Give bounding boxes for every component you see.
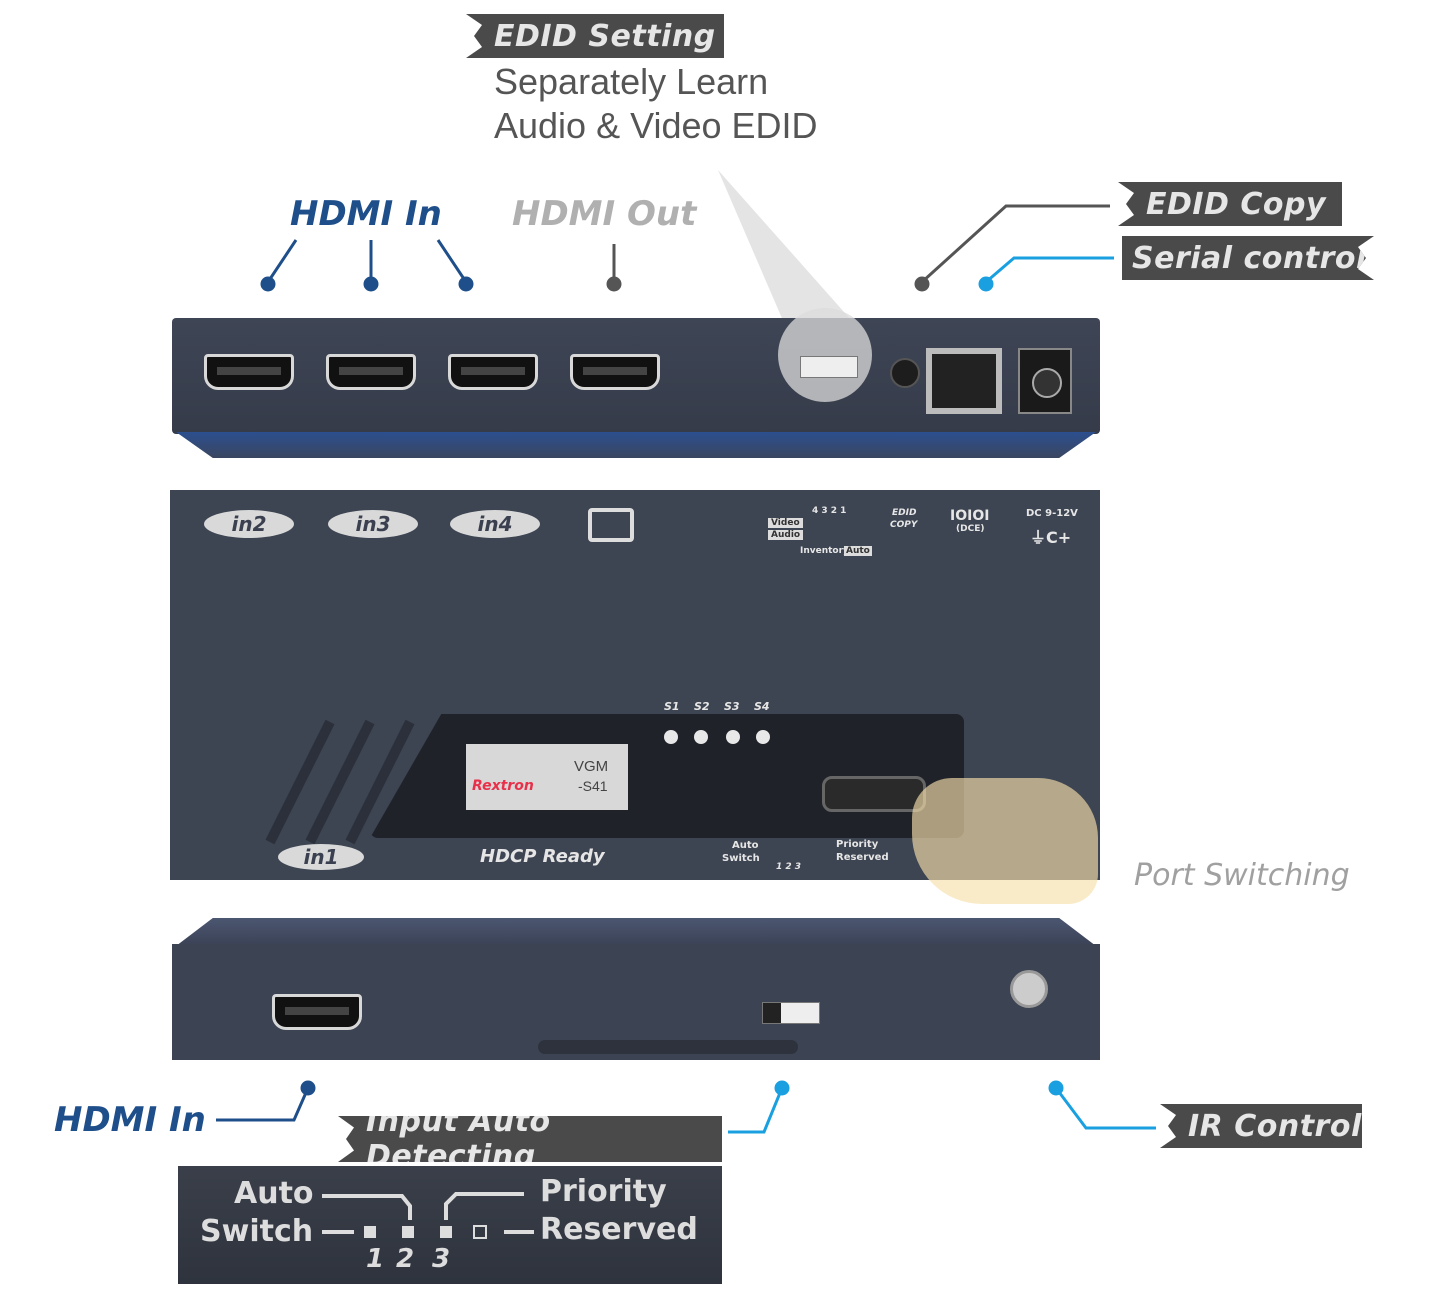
dc-symbol: ⏚C+: [1030, 528, 1072, 547]
led-s4: [756, 730, 770, 744]
ir-receiver: [1010, 970, 1048, 1008]
in2-label: in2: [204, 510, 294, 538]
hdmi-in3-port: [326, 354, 416, 390]
audio-label: Audio: [768, 530, 804, 540]
edid-dip-switch[interactable]: [800, 356, 858, 378]
vent-slats: [265, 719, 415, 845]
hdmi-in2-port: [204, 354, 294, 390]
port-switch-button[interactable]: [822, 776, 926, 812]
hand-pointer-icon: [912, 778, 1098, 904]
serial-glyph: IOIOI: [950, 508, 990, 524]
zoom-bracket-lines: [322, 1192, 534, 1239]
edid-dip-switch-highlight: [778, 308, 872, 402]
auto-label: Auto: [844, 546, 872, 556]
port-switching-title: Port Switching: [1134, 858, 1350, 893]
serial-control-label: Serial control: [1132, 240, 1367, 276]
hdmi-out-port: [570, 354, 660, 390]
edid-setting-label: EDID Setting: [494, 18, 716, 54]
zoom-auto: Auto: [234, 1176, 314, 1211]
zoom-priority: Priority: [540, 1174, 667, 1209]
rear-panel-base: [176, 432, 1096, 458]
brand-logo: Rextron: [472, 778, 534, 794]
edid-copy-button[interactable]: [890, 358, 920, 388]
in4-label: in4: [450, 510, 540, 538]
serial-control-tag: Serial control: [1122, 236, 1374, 280]
hdmi-in1-port: [272, 994, 362, 1030]
top-callout-lines: [260, 170, 1114, 320]
reserved-print: Reserved: [836, 852, 889, 863]
hdmi-in4-port: [448, 354, 538, 390]
front-panel-top-edge: [176, 918, 1096, 946]
edid-numbers: 4 3 2 1: [812, 506, 847, 516]
led-s2: [694, 730, 708, 744]
auto-print: Auto: [732, 840, 759, 851]
edid-setting-desc-1: Separately Learn: [494, 61, 769, 102]
input-auto-detecting-tag: Input Auto Detecting: [338, 1116, 722, 1162]
led-label-s1: S1: [664, 700, 680, 713]
edid-copy-label: EDID Copy: [1146, 186, 1327, 222]
dce-label: (DCE): [956, 524, 985, 534]
led-label-s4: S4: [754, 700, 770, 713]
logo-plate: Rextron VGM -S41: [466, 744, 628, 810]
priority-print: Priority: [836, 839, 879, 850]
video-label: Video: [768, 518, 803, 528]
in1-label: in1: [278, 844, 364, 870]
zoom-switch: Switch: [200, 1214, 314, 1249]
hdmi-out-title: HDMI Out: [512, 194, 697, 234]
ir-control-label: IR Control: [1188, 1108, 1362, 1144]
edid-copy-print-2: COPY: [890, 520, 918, 530]
model-1: VGM: [574, 758, 609, 775]
edid-copy-print-1: EDID: [892, 508, 917, 518]
zoom-n2: 2: [396, 1244, 415, 1274]
dc-label: DC 9-12V: [1026, 508, 1078, 519]
ir-control-tag: IR Control: [1160, 1104, 1362, 1148]
edid-setting-desc-2: Audio & Video EDID: [494, 105, 818, 146]
hdmi-in-top-title: HDMI In: [290, 194, 442, 234]
switch-print: Switch: [722, 853, 760, 864]
switch-zoom-detail: Auto Switch Priority Reserved 1 2 3: [178, 1166, 722, 1284]
front-panel: [172, 944, 1100, 1060]
monitor-icon: [588, 508, 634, 542]
zoom-n3: 3: [432, 1244, 451, 1274]
inventory-label: Inventory: [800, 546, 849, 556]
auto-detect-dip-switch[interactable]: [762, 1002, 820, 1024]
hdmi-in-bottom-title: HDMI In: [54, 1100, 206, 1140]
bottom-callout-lines: [216, 1080, 1156, 1134]
zoom-reserved: Reserved: [540, 1212, 698, 1247]
led-label-s2: S2: [694, 700, 710, 713]
rear-panel: [172, 308, 1100, 434]
in3-label: in3: [328, 510, 418, 538]
model-2: -S41: [578, 778, 608, 794]
led-s3: [726, 730, 740, 744]
led-label-s3: S3: [724, 700, 740, 713]
position-numbers: 1 2 3: [776, 862, 802, 872]
hdcp-ready: HDCP Ready: [480, 846, 605, 867]
input-auto-detecting-label: Input Auto Detecting: [366, 1104, 551, 1174]
dc-power-jack: [1018, 348, 1072, 414]
edid-setting-tag: EDID Setting: [466, 14, 724, 58]
zoom-n1: 1: [366, 1244, 385, 1274]
rj45-serial-port: [926, 348, 1002, 414]
edid-copy-tag: EDID Copy: [1118, 182, 1342, 226]
front-panel-slot: [538, 1040, 798, 1054]
led-s1: [664, 730, 678, 744]
